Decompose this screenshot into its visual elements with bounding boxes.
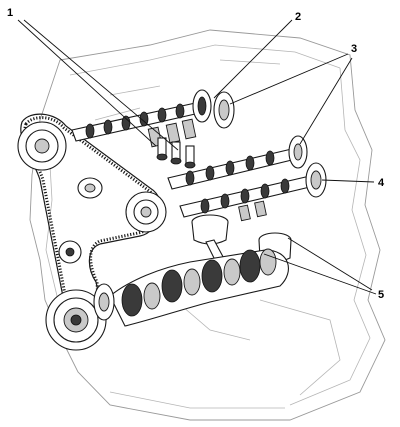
upper-camshaft — [71, 101, 205, 148]
lower-camshaft — [179, 162, 327, 222]
belt-tensioner — [77, 177, 103, 199]
crank-sprocket — [93, 283, 115, 321]
idler-pulley — [58, 240, 82, 264]
callout-4: 4 — [378, 177, 385, 189]
valve-lifters — [156, 137, 196, 169]
leader-lines — [17, 19, 377, 295]
crankshaft — [109, 248, 289, 327]
middle-camshaft — [167, 135, 308, 190]
cam-pulley-left — [17, 121, 67, 171]
crankshaft-pulley — [45, 289, 107, 351]
cam-sprocket-center — [125, 191, 167, 233]
callout-3: 3 — [351, 43, 357, 55]
callout-1: 1 — [7, 7, 13, 19]
upper-cam-gears — [192, 89, 235, 129]
callout-5: 5 — [378, 289, 384, 301]
callout-2: 2 — [295, 11, 301, 23]
timing-belt — [20, 113, 162, 318]
